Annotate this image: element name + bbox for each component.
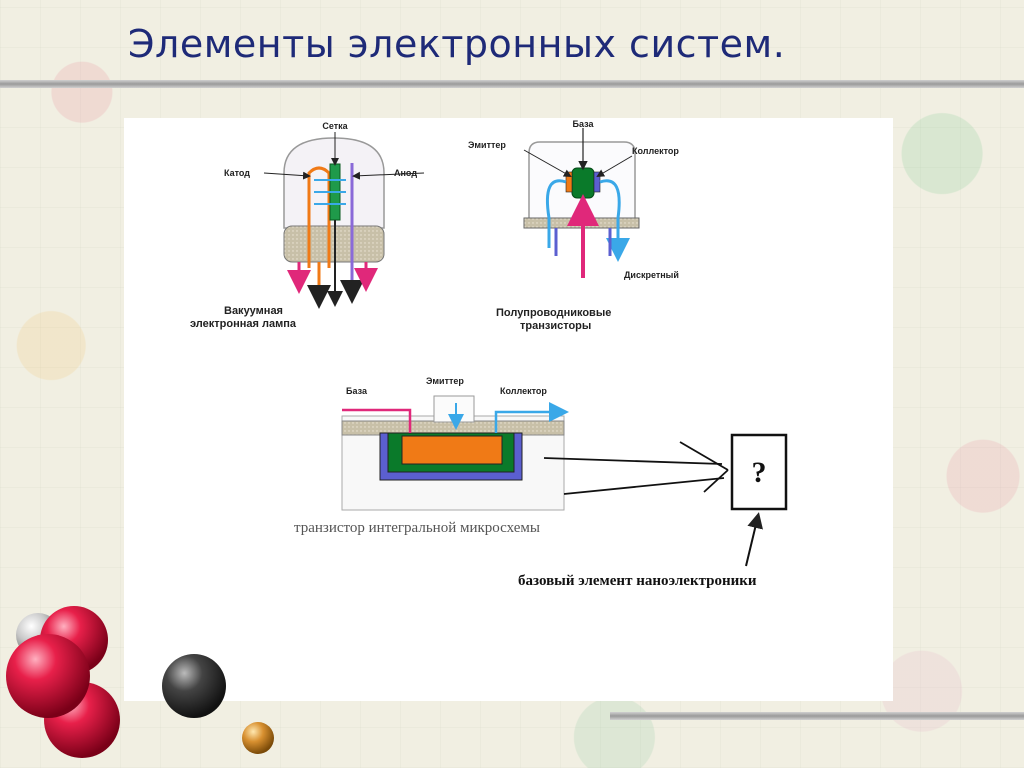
label-cathode: Катод [224,168,250,178]
label-collector-discrete: Коллектор [632,146,679,156]
ic-emitter-contact [433,395,475,423]
discrete-transistor-diagram: База Эмиттер Коллектор Дискретный Полупр… [468,119,679,332]
transistor-caption-1: Полупроводниковые [496,307,611,319]
title-divider [0,80,1024,88]
vacuum-tube-diagram: Сетка Катод Анод Вакуумная электронная л… [190,121,425,330]
slide-title: Элементы электронных систем. [128,22,786,66]
label-base-ic: База [346,386,368,396]
ic-caption: транзистор интегральной микросхемы [294,520,540,536]
label-discrete: Дискретный [624,270,679,280]
label-anode: Анод [394,168,417,178]
ic-collector-wire [494,402,569,433]
molecule-decoration [6,606,274,758]
tube-caption-2: электронная лампа [190,318,297,330]
nano-element-symbol: ? [752,456,767,489]
nano-element-box [730,433,788,511]
ic-emitter-region [401,435,503,465]
label-base-discrete: База [573,119,595,129]
collector-flow [599,179,630,262]
label-collector-ic: Коллектор [500,386,547,396]
tube-caption-1: Вакуумная [224,305,283,317]
emitter-flow [545,179,567,248]
arrow-caption-to-box [745,512,763,567]
diagram-panel: Сетка Катод Анод Вакуумная электронная л… [124,118,893,701]
transistor-chip [571,167,595,199]
label-grid: Сетка [322,121,348,131]
footer-divider [610,712,1024,720]
nano-element: ? базовый элемент наноэлектроники [518,433,788,589]
label-emitter-ic: Эмиттер [426,376,464,386]
ic-transistor-diagram: База Эмиттер Коллектор транзистор интегр… [294,376,569,536]
transistor-caption-2: транзисторы [520,320,591,332]
diagram-svg: Сетка Катод Анод Вакуумная электронная л… [190,119,788,589]
arrow-to-nano [543,457,723,465]
ic-base-wire [342,408,412,433]
pointer-arrows [543,441,763,567]
label-emitter-discrete: Эмиттер [468,140,506,150]
nano-element-caption: базовый элемент наноэлектроники [518,573,757,589]
